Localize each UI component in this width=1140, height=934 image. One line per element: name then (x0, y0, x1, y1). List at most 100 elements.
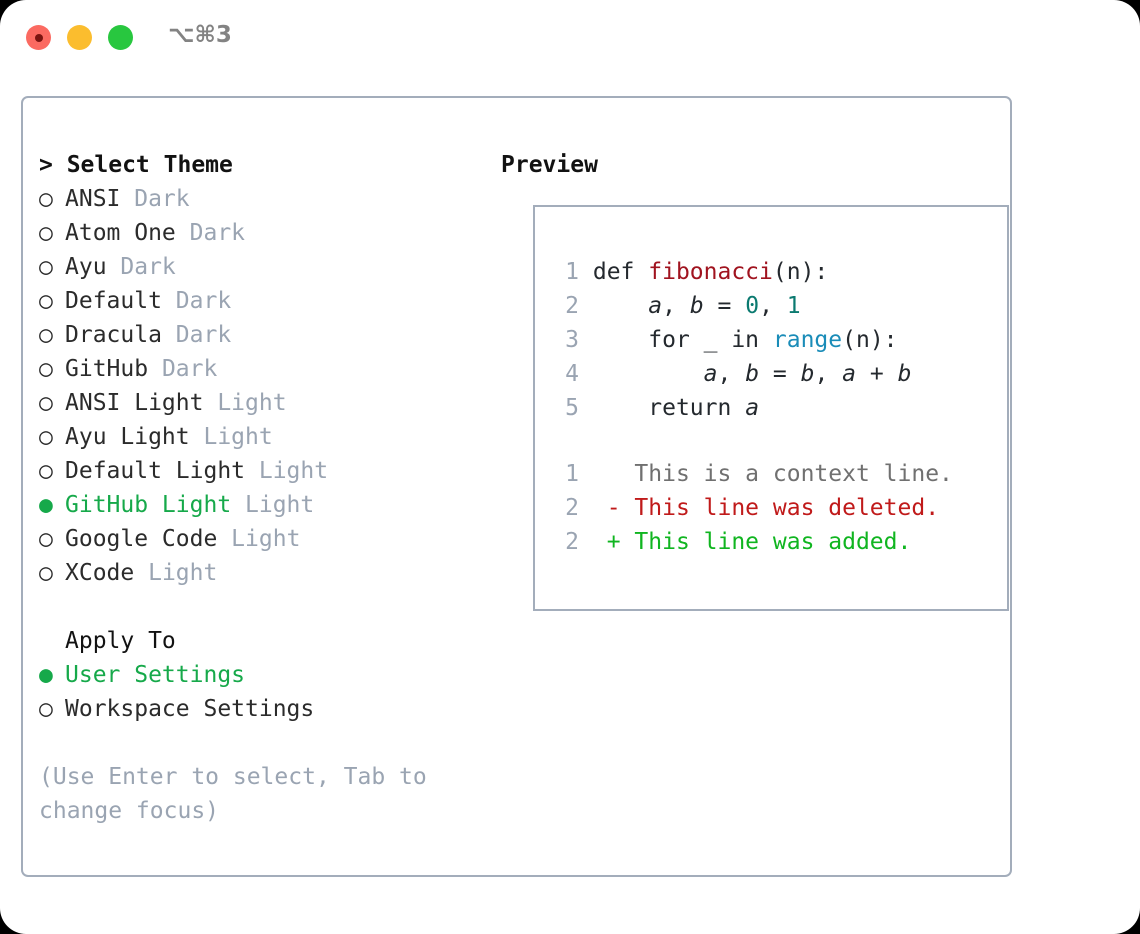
theme-item-variant: Light (231, 492, 315, 518)
code-line: 4 a, b = b, a + b (555, 357, 911, 391)
diff-line-number: 2 (565, 495, 579, 521)
diff-line-content: This is a context line. (579, 461, 953, 487)
code-token-plain: for _ in (592, 327, 773, 353)
diff-line-content: + This line was added. (579, 529, 912, 555)
code-token-num: 0 (745, 293, 760, 319)
diff-sign (607, 461, 635, 487)
theme-item-label: GitHub (65, 356, 149, 382)
code-gutter-space (579, 327, 593, 353)
theme-item-label: Ayu (65, 254, 107, 280)
theme-item-variant: Light (134, 560, 218, 586)
diff-line-context: 1 This is a context line. (555, 457, 953, 491)
code-token-var: a (648, 293, 663, 319)
diff-sign: - (606, 495, 635, 521)
theme-item-label: ANSI (65, 186, 121, 212)
code-line-number: 4 (565, 361, 579, 387)
code-token-var: a (703, 361, 718, 387)
main-panel: > Select Theme ○ANSI Dark○Atom One Dark○… (21, 96, 1012, 877)
code-token-plain: , (662, 293, 690, 319)
diff-line-del: 2 - This line was deleted. (555, 491, 953, 525)
code-token-plain: , (717, 361, 746, 387)
close-button-icon[interactable] (26, 25, 51, 50)
theme-item-dracula[interactable]: ○ Dracula Dark (39, 318, 489, 352)
code-gutter-space (579, 259, 593, 285)
maximize-button-icon[interactable] (108, 25, 133, 50)
theme-item-default[interactable]: ○Default Dark (39, 284, 489, 318)
diff-text: This line was deleted. (634, 495, 940, 521)
code-token-plain: (n): (772, 259, 829, 285)
diff-line-add: 2 + This line was added. (555, 525, 953, 559)
theme-item-variant: Dark (161, 288, 232, 314)
apply-to-list: ●User Settings○Workspace Settings (39, 658, 489, 726)
theme-item-ayu[interactable]: ○ Ayu Dark (39, 250, 489, 284)
theme-item-ansi[interactable]: ○ANSI Dark (39, 182, 489, 216)
theme-item-xcode[interactable]: ○ XCode Light (39, 556, 489, 590)
diff-text: This line was added. (634, 529, 912, 555)
code-gutter-space (579, 293, 593, 319)
theme-item-label: GitHub Light (65, 492, 232, 518)
apply-to-item-user-settings[interactable]: ●User Settings (39, 658, 489, 692)
theme-item-variant: Dark (175, 220, 246, 246)
minimize-button-icon[interactable] (67, 25, 92, 50)
theme-item-label: Google Code (65, 526, 218, 552)
code-token-plain (593, 293, 648, 319)
code-token-var: a (745, 395, 760, 421)
code-token-var: a (842, 361, 857, 387)
theme-item-atom-one[interactable]: ○Atom One Dark (39, 216, 489, 250)
theme-item-label: Ayu Light (65, 424, 190, 450)
hint-spacer (39, 726, 489, 760)
theme-item-label: Dracula (65, 322, 162, 348)
code-token-plain: (n): (842, 327, 898, 353)
theme-item-ansi-light[interactable]: ○ANSI Light Light (39, 386, 489, 420)
apply-to-header: Apply To (65, 628, 176, 654)
radio-unselected-icon: ○ (39, 186, 53, 212)
code-gutter-space (579, 361, 593, 387)
theme-item-default-light[interactable]: ○Default Light Light (39, 454, 489, 488)
code-token-var: b (897, 361, 912, 387)
diff-line-content: - This line was deleted. (579, 495, 939, 521)
keyboard-shortcut-label: ⌥⌘3 (168, 22, 232, 48)
radio-unselected-icon: ○ (39, 390, 53, 416)
theme-item-variant: Light (189, 424, 273, 450)
code-token-fn: fibonacci (648, 259, 773, 285)
diff-sign: + (606, 529, 635, 555)
list-spacer (39, 590, 489, 624)
theme-list: ○ANSI Dark○Atom One Dark○Ayu Dark○Defaul… (39, 182, 489, 590)
code-line: 5 return a (555, 391, 911, 425)
preview-title: Preview (501, 152, 598, 178)
theme-item-label: ANSI Light (65, 390, 204, 416)
code-gutter-space (579, 395, 593, 421)
code-line: 1 def fibonacci(n): (555, 255, 911, 289)
theme-item-github-light[interactable]: ● GitHub Light Light (39, 488, 489, 522)
code-token-plain: + (856, 361, 898, 387)
theme-item-google-code[interactable]: ○Google Code Light (39, 522, 489, 556)
radio-selected-icon: ● (39, 492, 53, 518)
theme-picker-column: > Select Theme ○ANSI Dark○Atom One Dark○… (39, 148, 489, 828)
radio-unselected-icon: ○ (39, 526, 53, 552)
radio-unselected-icon: ○ (39, 220, 53, 246)
code-token-plain: def (592, 259, 649, 285)
theme-item-variant: Dark (106, 254, 176, 280)
title-bar: ⌥⌘3 (0, 0, 1140, 78)
theme-item-label: Default Light (65, 458, 246, 484)
theme-item-label: XCode (65, 560, 135, 586)
code-token-plain (593, 361, 704, 387)
diff-line-number: 1 (565, 461, 579, 487)
apply-to-item-label: User Settings (65, 662, 246, 688)
code-token-plain: , (814, 361, 843, 387)
radio-unselected-icon: ○ (39, 254, 53, 280)
theme-item-ayu-light[interactable]: ○Ayu Light Light (39, 420, 489, 454)
code-token-plain: = (703, 293, 746, 319)
radio-unselected-icon: ○ (39, 322, 53, 348)
code-line-number: 2 (565, 293, 579, 319)
apply-to-item-workspace-settings[interactable]: ○Workspace Settings (39, 692, 489, 726)
radio-unselected-icon: ○ (39, 560, 53, 586)
theme-item-github[interactable]: ○GitHub Dark (39, 352, 489, 386)
preview-column: Preview 1 def fibonacci(n):2 a, b = 0, 1… (501, 148, 1009, 611)
radio-unselected-icon: ○ (39, 356, 53, 382)
theme-item-label: Default (65, 288, 162, 314)
theme-item-variant: Dark (161, 322, 232, 348)
diff-line-number: 2 (565, 529, 579, 555)
